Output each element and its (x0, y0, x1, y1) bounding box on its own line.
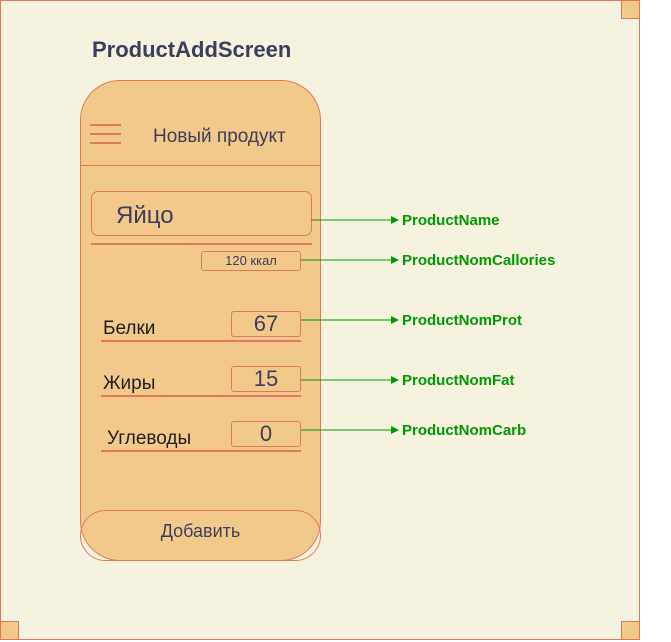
protein-label: Белки (103, 318, 156, 339)
diagram-title: ProductAddScreen (92, 37, 292, 62)
hamburger-icon[interactable] (90, 124, 122, 148)
carbs-field[interactable]: 0 (231, 421, 301, 447)
add-button[interactable]: Добавить (80, 510, 321, 561)
protein-underline (101, 340, 301, 342)
annotation-product-fat: ProductNomFat (402, 372, 515, 389)
resize-handle-bottom-right[interactable] (621, 621, 640, 640)
add-button-label: Добавить (160, 521, 241, 541)
calories-field[interactable]: 120 ккал (201, 251, 301, 271)
protein-field[interactable]: 67 (231, 311, 301, 337)
product-name-underline (91, 243, 312, 245)
carbs-label: Углеводы (107, 428, 192, 449)
annotation-product-carb: ProductNomCarb (402, 422, 527, 439)
product-name-value: Яйцо (116, 202, 174, 229)
fat-underline (101, 395, 301, 397)
annotation-product-prot: ProductNomProt (402, 312, 522, 329)
carbs-underline (101, 450, 301, 452)
resize-handle-top-right[interactable] (621, 0, 640, 19)
annotation-product-calories: ProductNomCallories (402, 252, 556, 269)
header-title: Новый продукт (153, 126, 286, 147)
fat-field[interactable]: 15 (231, 366, 301, 392)
product-name-field[interactable]: Яйцо (91, 191, 312, 236)
phone-screen-mockup: Новый продукт Яйцо 120 ккал Белки 67 Жир… (80, 80, 321, 561)
header-divider (81, 165, 320, 166)
fat-label: Жиры (103, 373, 156, 394)
resize-handle-bottom-left[interactable] (0, 621, 19, 640)
annotation-product-name: ProductName (402, 212, 500, 229)
